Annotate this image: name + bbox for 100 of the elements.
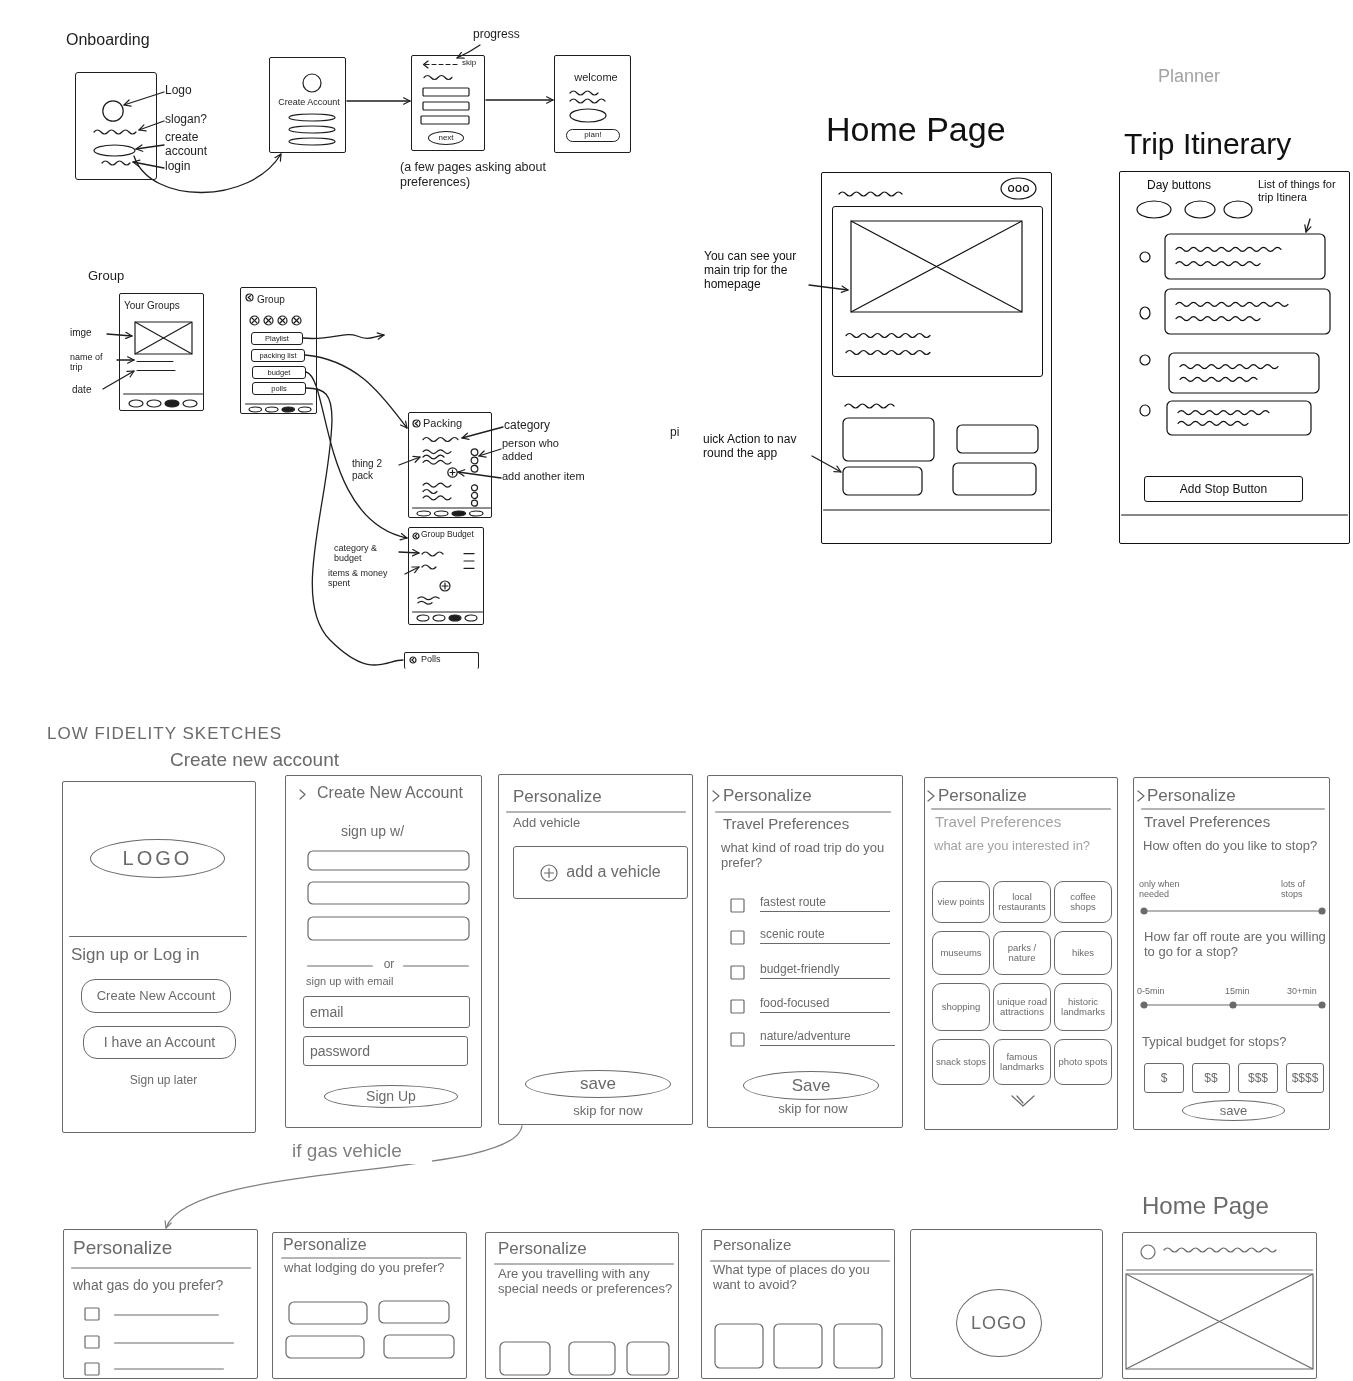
leader-arrow	[404, 566, 420, 575]
option-chip: famous landmarks	[993, 1039, 1051, 1085]
option-label: fastest route	[760, 896, 890, 912]
annotation-text: add another item	[502, 470, 592, 496]
option-label: budget-friendly	[760, 963, 890, 979]
screen-title: Sign up or Log in	[71, 945, 201, 966]
leader-arrow	[135, 144, 165, 152]
option-tile	[568, 1341, 616, 1376]
subtitle-text: sign up w/	[341, 823, 406, 841]
leader-arrow	[398, 455, 421, 466]
leader-arrow	[478, 448, 502, 458]
leader-arrow	[138, 120, 165, 132]
option-tile	[626, 1341, 670, 1376]
option-label: scenic route	[760, 928, 890, 944]
option-chip: snack stops	[932, 1039, 990, 1085]
screen-title: Personalize	[498, 1239, 588, 1260]
sketch-button: Create New Account	[81, 979, 231, 1013]
screen-title: Create New Account	[317, 784, 464, 803]
sketch-button: Add Stop Button	[1144, 476, 1303, 502]
skip-link: skip for now	[777, 1102, 849, 1118]
screen-title: Group	[257, 294, 286, 307]
annotation-text: uick Action to nav round the app	[703, 433, 811, 477]
phone-screen	[498, 774, 693, 1125]
circle-stack-icon	[470, 448, 479, 473]
slider-label: 30+min	[1287, 986, 1318, 998]
phone-screen	[910, 1229, 1103, 1379]
quick-action-tile	[952, 462, 1037, 496]
phone-screen	[269, 57, 346, 153]
price-option-button: $$	[1192, 1063, 1230, 1093]
trip-card	[832, 206, 1043, 377]
question-text: How often do you like to stop?	[1143, 839, 1319, 855]
oval-placeholder	[93, 144, 136, 157]
slider-label: 0-5min	[1137, 986, 1166, 998]
question-text: what kind of road trip do you prefer?	[721, 841, 886, 872]
section-heading: Planner	[1158, 66, 1222, 88]
option-tile	[714, 1323, 764, 1369]
phone-screen	[404, 652, 479, 669]
connector-line	[305, 387, 404, 666]
flow-arrow	[165, 1125, 523, 1229]
skip-link: skip	[462, 58, 478, 69]
flow-arrow	[346, 97, 411, 105]
input-field: password	[303, 1036, 468, 1066]
section-heading: Group	[88, 268, 126, 285]
question-text: Typical budget for stops?	[1142, 1035, 1288, 1051]
screen-title: Packing	[423, 417, 464, 431]
section-heading: Onboarding	[66, 30, 151, 50]
image-placeholder	[850, 220, 1023, 313]
page-heading: Home Page	[826, 110, 1007, 150]
phone-screen	[701, 1229, 895, 1379]
option-chip: unique road attractions	[993, 983, 1051, 1031]
subtitle-text: Add vehicle	[513, 816, 582, 832]
option-tile	[773, 1323, 823, 1369]
placeholder-line	[136, 359, 174, 364]
phone-screen	[63, 1229, 258, 1379]
sign-in-option-button	[288, 125, 336, 134]
question-text: what are you interested in?	[934, 839, 1092, 855]
image-placeholder	[134, 321, 193, 355]
annotation-text: name of trip	[70, 352, 116, 376]
option-label: nature/adventure	[760, 1030, 895, 1046]
annotation-text: List of things for trip Itinera	[1258, 178, 1346, 218]
option-chip: museums	[932, 931, 990, 975]
page-heading: LOW FIDELITY SKETCHES	[47, 724, 284, 745]
section-label: Day buttons	[1147, 179, 1213, 194]
screen-title: Personalize	[513, 787, 603, 808]
leader-arrow	[116, 356, 135, 364]
price-option-button: $	[1144, 1063, 1184, 1093]
flow-arrow	[133, 153, 282, 194]
screen-title: Personalize	[723, 786, 813, 807]
option-chip: local restaurants	[993, 881, 1051, 923]
subtitle-text: Travel Preferences	[723, 815, 851, 834]
squiggle-line	[422, 449, 452, 465]
annotation-text: progress	[473, 28, 538, 44]
screen-title: Personalize	[1147, 786, 1237, 807]
annotation-text: imge	[70, 327, 106, 341]
circle-placeholder-icon	[102, 99, 124, 123]
screen-title: Group Budget	[421, 530, 475, 541]
phone-screen	[75, 72, 157, 180]
squiggle-line	[422, 436, 462, 443]
sign-in-option-button	[307, 916, 470, 941]
screen-title: welcome	[573, 71, 619, 85]
itinerary-item-card	[1166, 400, 1312, 436]
option-chip: shopping	[932, 983, 990, 1031]
day-button	[1136, 200, 1172, 219]
annotation-text: person who added	[502, 437, 586, 463]
option-tile	[288, 1301, 368, 1325]
phone-screen	[554, 55, 631, 153]
annotation-text: category & budget	[334, 543, 398, 565]
screen-title: Personalize	[283, 1236, 368, 1255]
slider-label: 15min	[1225, 986, 1251, 998]
screen-title: Polls	[421, 654, 442, 666]
plus-icon	[447, 467, 458, 478]
quick-action-tile	[956, 424, 1039, 454]
sketch-button: I have an Account	[83, 1026, 236, 1059]
helper-text: or	[382, 958, 396, 972]
phone-screen	[272, 1232, 467, 1379]
question-text: what gas do you prefer?	[73, 1277, 225, 1295]
leader-arrow	[808, 284, 849, 293]
option-chip: historic landmarks	[1054, 983, 1112, 1031]
screen-title: Personalize	[73, 1237, 174, 1260]
phone-screen	[411, 55, 485, 151]
